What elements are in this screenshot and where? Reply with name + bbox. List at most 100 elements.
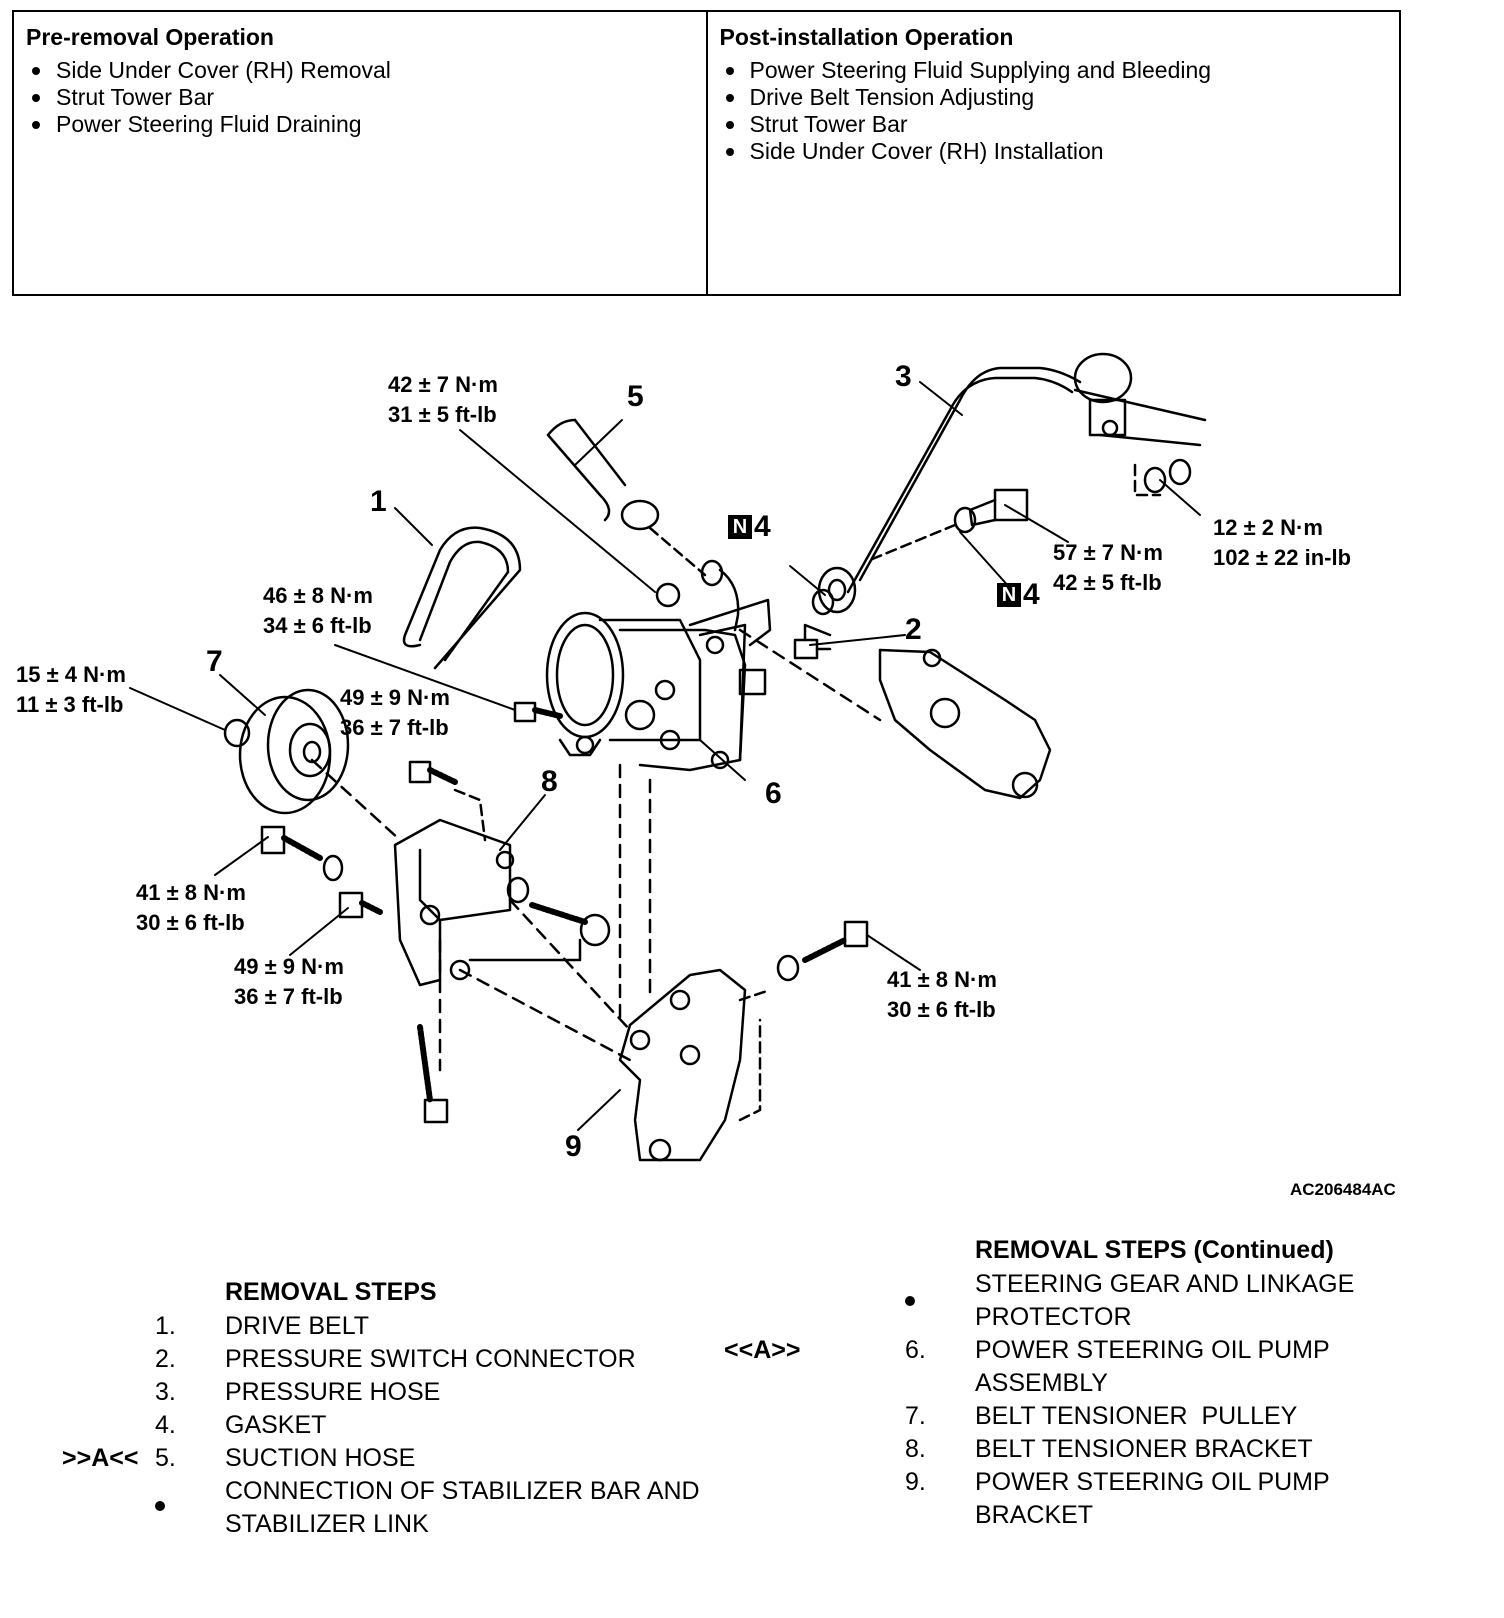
bracket-bolts-drawing [260, 825, 611, 1124]
torque-ftlb: 34 ± 6 ft-lb [263, 613, 372, 638]
stabilizer-bar-drawing [1073, 352, 1207, 497]
callout-2: 2 [905, 613, 922, 646]
torque-bracket-left: 41 ± 8 N·m 30 ± 6 ft-lb [136, 878, 246, 938]
torque-bracket-right: 41 ± 8 N·m 30 ± 6 ft-lb [887, 965, 997, 1025]
pump-bracket-drawing [458, 763, 869, 1162]
callout-number: 4 [1023, 578, 1040, 611]
list-item: 3. PRESSURE HOSE [0, 1376, 720, 1409]
list-item: Power Steering Fluid Supplying and Bleed… [720, 57, 1388, 84]
list-item: CONNECTION OF STABILIZER BAR AND STABILI… [0, 1475, 720, 1541]
step-text: BELT TENSIONER PULLEY [975, 1402, 1298, 1430]
torque-nm: 15 ± 4 N·m [16, 662, 126, 687]
list-item: >>A<< 5. SUCTION HOSE [0, 1442, 720, 1475]
list-item: 2. PRESSURE SWITCH CONNECTOR [0, 1343, 720, 1376]
list-item: 8. BELT TENSIONER BRACKET [700, 1433, 1490, 1466]
list-item: STEERING GEAR AND LINKAGE PROTECTOR [700, 1268, 1490, 1334]
pre-removal-list: Side Under Cover (RH) Removal Strut Towe… [26, 57, 694, 138]
step-mark: >>A<< [62, 1444, 139, 1472]
torque-nm: 41 ± 8 N·m [136, 880, 246, 905]
pump-drawing [545, 598, 772, 772]
torque-pressure-hose: 57 ± 7 N·m 42 ± 5 ft-lb [1053, 538, 1163, 598]
n-box-icon: N [728, 515, 752, 539]
callout-8: 8 [541, 765, 558, 798]
callout-6: 6 [765, 777, 782, 810]
torque-nm: 49 ± 9 N·m [340, 685, 450, 710]
step-text: POWER STEERING OIL PUMP ASSEMBLY [975, 1336, 1330, 1397]
step-text: BELT TENSIONER BRACKET [975, 1435, 1313, 1463]
torque-nm: 57 ± 7 N·m [1053, 540, 1163, 565]
torque-nm: 46 ± 8 N·m [263, 583, 373, 608]
torque-ftlb: 36 ± 7 ft-lb [234, 984, 343, 1009]
list-item: 7. BELT TENSIONER PULLEY [700, 1400, 1490, 1433]
torque-ftlb: 36 ± 7 ft-lb [340, 715, 449, 740]
step-number: 2. [155, 1345, 176, 1373]
tensioner-pulley-drawing [223, 688, 402, 842]
step-text: PRESSURE HOSE [225, 1378, 441, 1406]
pre-removal-column: Pre-removal Operation Side Under Cover (… [14, 12, 706, 294]
post-installation-list: Power Steering Fluid Supplying and Bleed… [720, 57, 1388, 165]
pump-bolts-drawing [408, 701, 563, 842]
removal-steps-cont-title: REMOVAL STEPS (Continued) [975, 1236, 1334, 1264]
list-item: <<A>> 6. POWER STEERING OIL PUMP ASSEMBL… [700, 1334, 1490, 1400]
step-number: 5. [155, 1444, 176, 1472]
step-text: CONNECTION OF STABILIZER BAR AND STABILI… [225, 1477, 700, 1538]
pre-removal-title: Pre-removal Operation [26, 24, 274, 50]
post-installation-title: Post-installation Operation [719, 24, 1014, 50]
torque-pump-mid: 49 ± 9 N·m 36 ± 7 ft-lb [340, 683, 450, 743]
callout-1: 1 [370, 485, 387, 518]
step-text: POWER STEERING OIL PUMP BRACKET [975, 1468, 1330, 1529]
list-item: 1. DRIVE BELT [0, 1310, 720, 1343]
callout-5: 5 [627, 380, 644, 413]
bullet-icon [155, 1487, 165, 1520]
list-item: Strut Tower Bar [720, 111, 1388, 138]
operations-table: Pre-removal Operation Side Under Cover (… [12, 10, 1401, 296]
torque-nm: 49 ± 9 N·m [234, 954, 344, 979]
torque-ftlb: 42 ± 5 ft-lb [1053, 570, 1162, 595]
callout-3: 3 [895, 360, 912, 393]
callout-number: 4 [754, 510, 771, 543]
list-item: Power Steering Fluid Draining [26, 111, 694, 138]
exploded-diagram: 42 ± 7 N·m 31 ± 5 ft-lb 46 ± 8 N·m 34 ± … [0, 300, 1504, 1200]
diagram-drawing [129, 352, 1207, 1162]
torque-pump-upper: 46 ± 8 N·m 34 ± 6 ft-lb [263, 581, 373, 641]
connector-drawing [793, 623, 832, 660]
torque-tensioner: 15 ± 4 N·m 11 ± 3 ft-lb [16, 660, 126, 720]
step-number: 1. [155, 1312, 176, 1340]
step-text: DRIVE BELT [225, 1312, 370, 1340]
torque-nm: 41 ± 8 N·m [887, 967, 997, 992]
torque-nm: 42 ± 7 N·m [388, 372, 498, 397]
step-text: STEERING GEAR AND LINKAGE PROTECTOR [975, 1270, 1355, 1331]
torque-ftlb: 11 ± 3 ft-lb [16, 692, 124, 717]
removal-steps-title: REMOVAL STEPS [225, 1278, 437, 1306]
list-item: Side Under Cover (RH) Installation [720, 138, 1388, 165]
leader-lines [129, 381, 1201, 1131]
list-item: 9. POWER STEERING OIL PUMP BRACKET [700, 1466, 1490, 1532]
post-installation-column: Post-installation Operation Power Steeri… [705, 12, 1400, 294]
step-number: 9. [905, 1468, 926, 1496]
callout-9: 9 [565, 1130, 582, 1163]
step-number: 6. [905, 1336, 926, 1364]
step-number: 3. [155, 1378, 176, 1406]
list-item: Drive Belt Tension Adjusting [720, 84, 1388, 111]
torque-ftlb: 30 ± 6 ft-lb [887, 997, 996, 1022]
torque-suction-hose: 42 ± 7 N·m 31 ± 5 ft-lb [388, 370, 498, 430]
banjo-bolt-drawing [811, 488, 1029, 616]
suction-hose-drawing [546, 418, 740, 632]
torque-ftlb: 31 ± 5 ft-lb [388, 402, 497, 427]
bullet-icon [905, 1282, 915, 1315]
list-item: Strut Tower Bar [26, 84, 694, 111]
list-item: Side Under Cover (RH) Removal [26, 57, 694, 84]
step-text: GASKET [225, 1411, 327, 1439]
drive-belt-drawing [402, 526, 522, 670]
torque-ftlb: 30 ± 6 ft-lb [136, 910, 245, 935]
list-item: 4. GASKET [0, 1409, 720, 1442]
torque-stabilizer: 12 ± 2 N·m 102 ± 22 in-lb [1213, 513, 1351, 573]
callout-7: 7 [206, 645, 223, 678]
step-number: 4. [155, 1411, 176, 1439]
n-box-icon: N [997, 583, 1021, 607]
figure-code: AC206484AC [1290, 1180, 1396, 1199]
step-number: 8. [905, 1435, 926, 1463]
step-text: PRESSURE SWITCH CONNECTOR [225, 1345, 636, 1373]
step-text: SUCTION HOSE [225, 1444, 416, 1472]
